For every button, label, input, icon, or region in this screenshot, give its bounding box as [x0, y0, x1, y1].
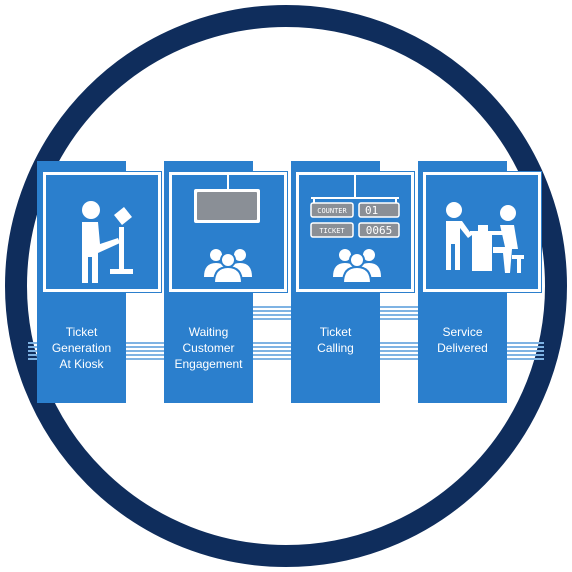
label-line: Customer	[182, 341, 235, 355]
step-label-waiting-engagement: Waiting Customer Engagement	[164, 324, 253, 372]
ticket-label: TICKET	[319, 227, 345, 235]
waiting-customers-icon	[169, 172, 287, 292]
label-line: Delivered	[437, 341, 488, 355]
counter-label: COUNTER	[317, 207, 347, 215]
label-line: Generation	[51, 341, 112, 355]
step-label-service-delivered: Service Delivered	[418, 324, 507, 356]
ticket-value: 0065	[366, 224, 393, 237]
ticket-calling-display-icon: COUNTER 01 TICKET 0065	[296, 172, 414, 292]
kiosk-user-icon	[43, 172, 161, 292]
service-desk-icon	[423, 172, 541, 292]
step-label-ticket-generation: Ticket Generation At Kiosk	[37, 324, 126, 372]
label-line: Calling	[317, 341, 354, 355]
label-line: Engagement	[174, 357, 243, 371]
step-label-ticket-calling: Ticket Calling	[291, 324, 380, 356]
label-line: Waiting	[188, 325, 229, 339]
label-line: Ticket	[319, 325, 352, 339]
label-line: Ticket	[65, 325, 98, 339]
label-line: At Kiosk	[59, 357, 104, 371]
counter-value: 01	[365, 204, 378, 217]
label-line: Service	[442, 325, 483, 339]
